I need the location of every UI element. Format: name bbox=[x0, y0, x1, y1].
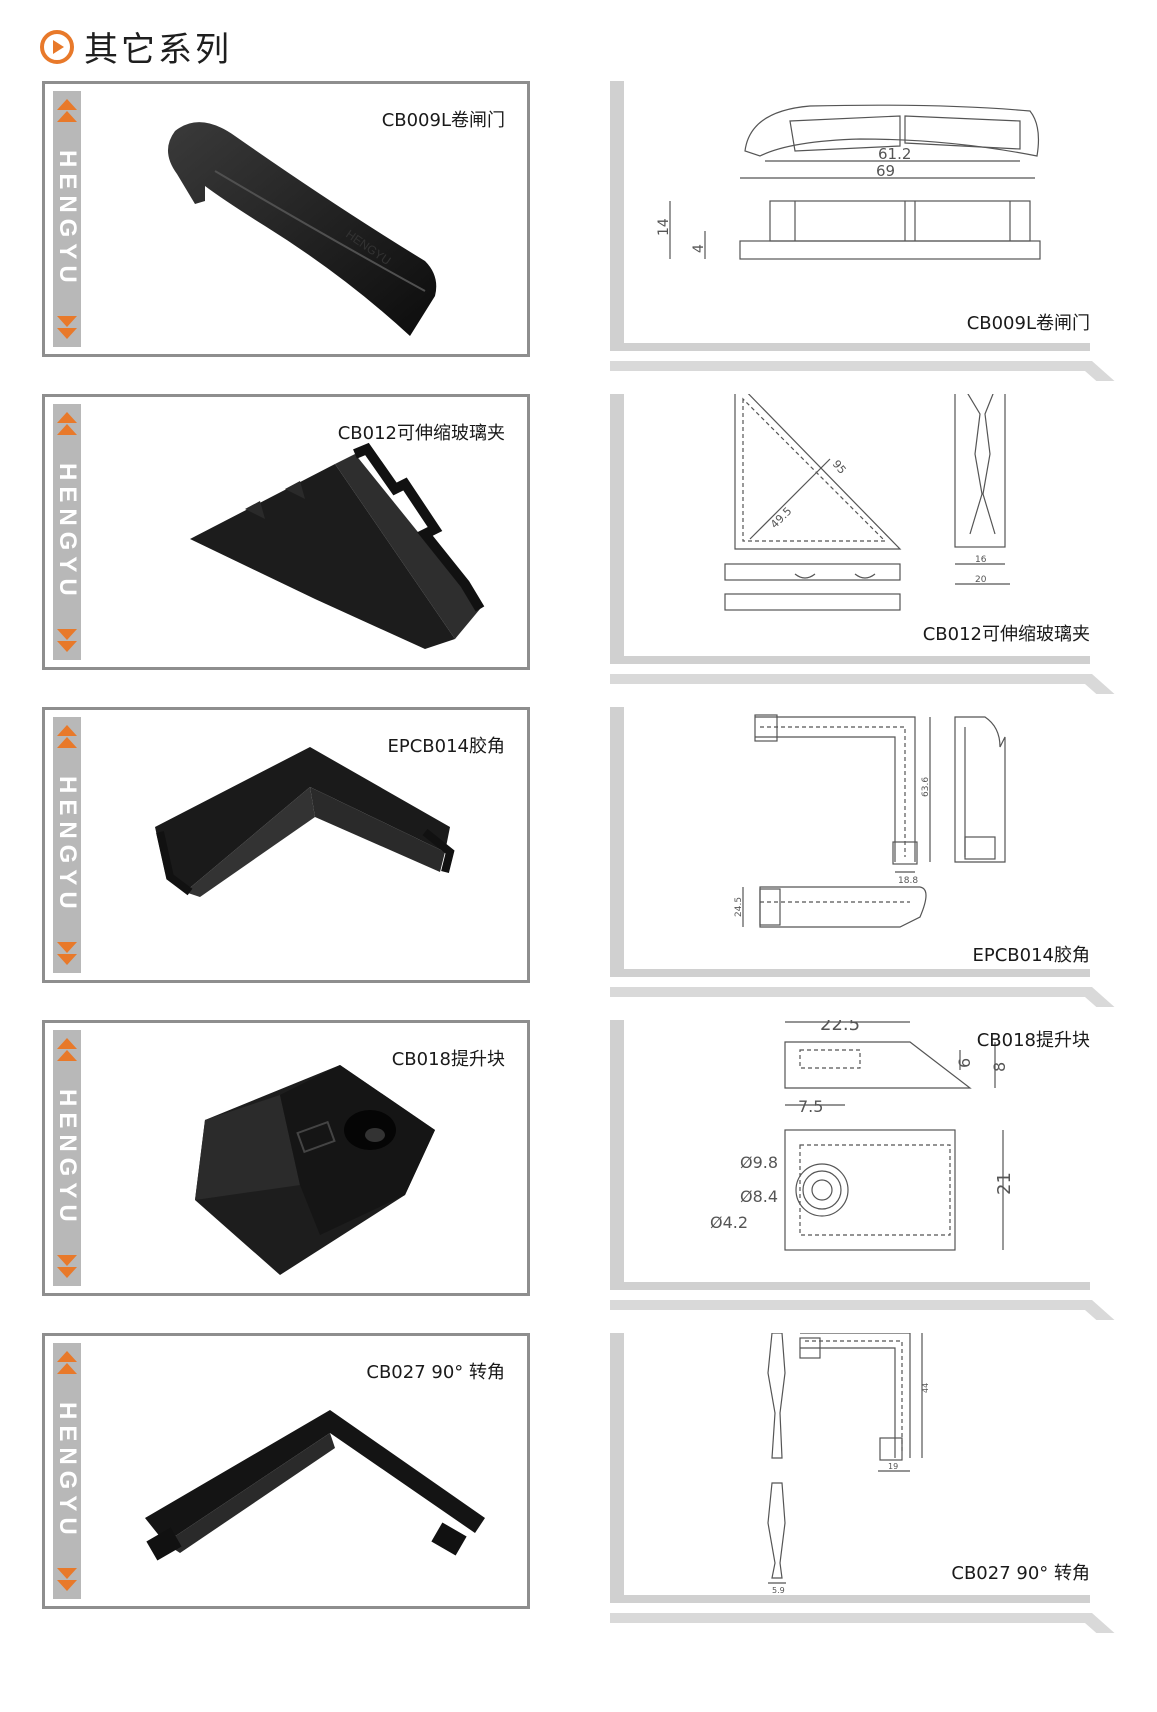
dimension-label: 5.9 bbox=[772, 1586, 785, 1595]
double-arrow-up-icon bbox=[57, 725, 77, 748]
brand-strip: HENGYU bbox=[53, 91, 81, 347]
panel-frame bbox=[610, 81, 1115, 381]
panel-frame bbox=[610, 707, 1115, 1007]
product-photo bbox=[195, 1065, 435, 1275]
product-label: EPCB014胶角 bbox=[387, 736, 505, 757]
technical-drawing: 18.8 63.6 24.5 bbox=[734, 714, 1006, 928]
drawing-panel-cb027: 5.9 19 44 CB027 90° 转角 bbox=[610, 1333, 1130, 1633]
technical-drawing: 95 49.5 16 20 bbox=[724, 394, 1010, 611]
dimension-label: 61.2 bbox=[878, 145, 911, 163]
drawing-panel-epcb014: 18.8 63.6 24.5 EPCB014胶角 bbox=[610, 707, 1130, 1007]
drawing-panel-cb009l: 61.2 69 14 4 CB009L卷闸门 bbox=[610, 81, 1130, 381]
drawing-label: EPCB014胶角 bbox=[972, 945, 1090, 966]
dimension-label: 19 bbox=[888, 1462, 898, 1471]
double-arrow-down-icon bbox=[57, 942, 77, 965]
drawing-label: CB018提升块 bbox=[976, 1030, 1090, 1051]
dimension-label: 69 bbox=[876, 162, 895, 180]
drawing-label: CB027 90° 转角 bbox=[951, 1563, 1090, 1584]
brand-name: HENGYU bbox=[54, 1401, 81, 1541]
dimension-label: 95 bbox=[830, 458, 849, 477]
panel-frame bbox=[610, 394, 1115, 694]
page-header: 其它系列 bbox=[40, 22, 232, 71]
dimension-label: 8 bbox=[990, 1062, 1009, 1072]
dimension-label: 22.5 bbox=[820, 1020, 860, 1035]
brand-name: HENGYU bbox=[54, 1088, 81, 1228]
product-card-cb009l: HENGYU CB009L卷闸门 HENGYU bbox=[42, 81, 530, 357]
dimension-label: 49.5 bbox=[768, 505, 795, 532]
panel-frame bbox=[610, 1020, 1115, 1320]
technical-drawing: 22.5 6 8 7.5 Ø9.8 Ø8.4 Ø4.2 21 bbox=[710, 1020, 1015, 1251]
product-label: CB012可伸缩玻璃夹 bbox=[337, 423, 505, 444]
drawing-label: CB009L卷闸门 bbox=[966, 313, 1090, 334]
dimension-label: 21 bbox=[994, 1172, 1015, 1195]
double-arrow-down-icon bbox=[57, 1568, 77, 1591]
product-card-cb012: HENGYU CB012可伸缩玻璃夹 bbox=[42, 394, 530, 670]
product-photo bbox=[155, 747, 455, 897]
dimension-label: 44 bbox=[921, 1383, 930, 1393]
product-card-cb027: HENGYU CB027 90° 转角 bbox=[42, 1333, 530, 1609]
dimension-label: 4 bbox=[691, 244, 707, 253]
brand-name: HENGYU bbox=[54, 775, 81, 915]
panel-frame bbox=[610, 1333, 1115, 1633]
brand-strip: HENGYU bbox=[53, 1030, 81, 1286]
product-label: CB027 90° 转角 bbox=[366, 1362, 505, 1383]
dimension-label: 6 bbox=[955, 1058, 974, 1068]
product-label: CB018提升块 bbox=[391, 1049, 505, 1070]
product-label: CB009L卷闸门 bbox=[381, 110, 505, 131]
double-arrow-up-icon bbox=[57, 412, 77, 435]
dimension-label: 24.5 bbox=[734, 897, 744, 917]
brand-strip: HENGYU bbox=[53, 717, 81, 973]
brand-strip: HENGYU bbox=[53, 1343, 81, 1599]
dimension-label: 20 bbox=[975, 575, 987, 585]
page-title: 其它系列 bbox=[84, 30, 232, 70]
dimension-label: 16 bbox=[975, 555, 987, 565]
double-arrow-down-icon bbox=[57, 316, 77, 339]
product-card-epcb014: HENGYU EPCB014胶角 bbox=[42, 707, 530, 983]
product-photo bbox=[145, 1410, 485, 1561]
product-photo bbox=[190, 442, 485, 649]
brand-name: HENGYU bbox=[54, 149, 81, 289]
dimension-label: 7.5 bbox=[798, 1097, 823, 1116]
double-arrow-up-icon bbox=[57, 99, 77, 122]
brand-name: HENGYU bbox=[54, 462, 81, 602]
product-card-cb018: HENGYU CB018提升块 bbox=[42, 1020, 530, 1296]
double-arrow-up-icon bbox=[57, 1351, 77, 1374]
drawing-label: CB012可伸缩玻璃夹 bbox=[922, 624, 1090, 645]
dimension-label: Ø9.8 bbox=[740, 1153, 778, 1172]
drawing-panel-cb018: 22.5 6 8 7.5 Ø9.8 Ø8.4 Ø4.2 21 CB018提升块 bbox=[610, 1020, 1130, 1320]
dimension-label: 18.8 bbox=[898, 876, 918, 886]
dimension-label: Ø8.4 bbox=[740, 1187, 778, 1206]
drawing-panel-cb012: 95 49.5 16 20 CB012可伸缩玻璃夹 bbox=[610, 394, 1130, 694]
dimension-label: 63.6 bbox=[921, 777, 931, 797]
product-photo: HENGYU bbox=[167, 122, 437, 336]
play-circle-icon bbox=[40, 29, 74, 64]
technical-drawing: 5.9 19 44 bbox=[767, 1333, 930, 1595]
dimension-label: 14 bbox=[656, 218, 672, 236]
double-arrow-up-icon bbox=[57, 1038, 77, 1061]
double-arrow-down-icon bbox=[57, 629, 77, 652]
dimension-label: Ø4.2 bbox=[710, 1213, 748, 1232]
double-arrow-down-icon bbox=[57, 1255, 77, 1278]
technical-drawing: 61.2 69 14 4 bbox=[656, 104, 1041, 260]
brand-strip: HENGYU bbox=[53, 404, 81, 660]
